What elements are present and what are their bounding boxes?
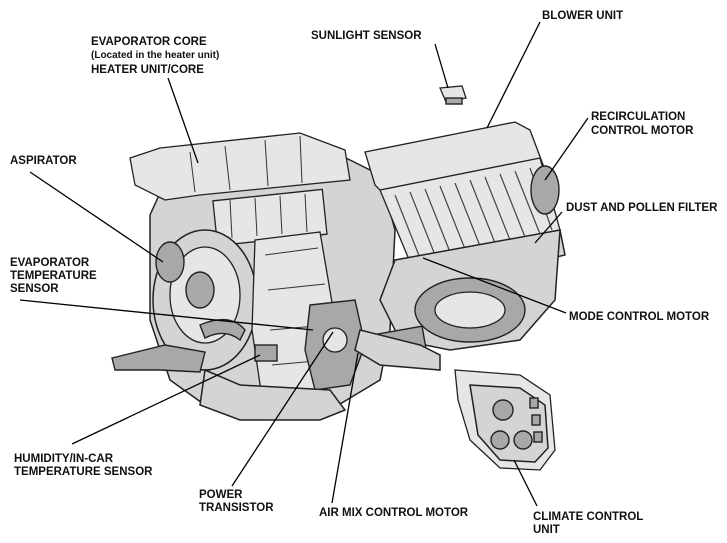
heater-unit-core-label: HEATER UNIT/CORE: [91, 64, 204, 76]
climate-control-unit-label: CLIMATE CONTROL: [533, 511, 643, 523]
evaporator-core-note: (Located in the heater unit): [91, 50, 219, 61]
heater-unit-body: [111, 132, 396, 421]
humidity-sensor-label: HUMIDITY/IN-CAR: [14, 453, 114, 465]
dust-pollen-filter-label: DUST AND POLLEN FILTER: [566, 202, 718, 214]
evaporator-temp-sensor-label: EVAPORATOR: [10, 257, 90, 269]
leader-power-transistor: [231, 331, 334, 487]
sunlight-sensor-label: SUNLIGHT SENSOR: [311, 30, 422, 42]
leader-evaporator-temp-sensor: [19, 299, 314, 331]
leader-humidity-sensor: [71, 354, 261, 445]
climate-control-unit-label-2: UNIT: [533, 524, 560, 536]
leader-sunlight-sensor: [434, 43, 449, 89]
leader-dust-pollen-filter: [534, 211, 563, 244]
sunlight-sensor-part: [439, 85, 467, 105]
leader-climate-control-unit: [513, 459, 538, 507]
leader-evaporator-core: [167, 77, 199, 164]
evaporator-temp-sensor-label-2: TEMPERATURE: [10, 270, 97, 282]
power-transistor-label: POWER: [199, 489, 243, 501]
blower-unit-body: [354, 121, 566, 371]
leader-blower-unit: [486, 21, 541, 129]
hvac-assembly-illustration: [111, 85, 566, 471]
recirculation-control-motor-label-2: CONTROL MOTOR: [591, 125, 694, 137]
evaporator-core-label: EVAPORATOR CORE: [91, 36, 207, 48]
evaporator-temp-sensor-label-3: SENSOR: [10, 283, 59, 295]
blower-unit-label: BLOWER UNIT: [542, 10, 623, 22]
climate-control-unit-part: [454, 369, 556, 471]
recirculation-control-motor-label: RECIRCULATION: [591, 111, 685, 123]
leader-air-mix-motor: [331, 352, 359, 504]
air-mix-control-motor-label: AIR MIX CONTROL MOTOR: [319, 507, 469, 519]
power-transistor-label-2: TRANSISTOR: [199, 502, 274, 514]
callout-labels: EVAPORATOR CORE (Located in the heater u…: [10, 10, 718, 536]
leader-lines: [19, 21, 589, 507]
humidity-sensor-label-2: TEMPERATURE SENSOR: [14, 466, 153, 478]
leader-mode-control-motor: [422, 257, 567, 314]
leader-recirculation-motor: [544, 117, 589, 181]
aspirator-label: ASPIRATOR: [10, 155, 77, 167]
leader-aspirator: [29, 171, 164, 263]
mode-control-motor-label: MODE CONTROL MOTOR: [569, 311, 710, 323]
